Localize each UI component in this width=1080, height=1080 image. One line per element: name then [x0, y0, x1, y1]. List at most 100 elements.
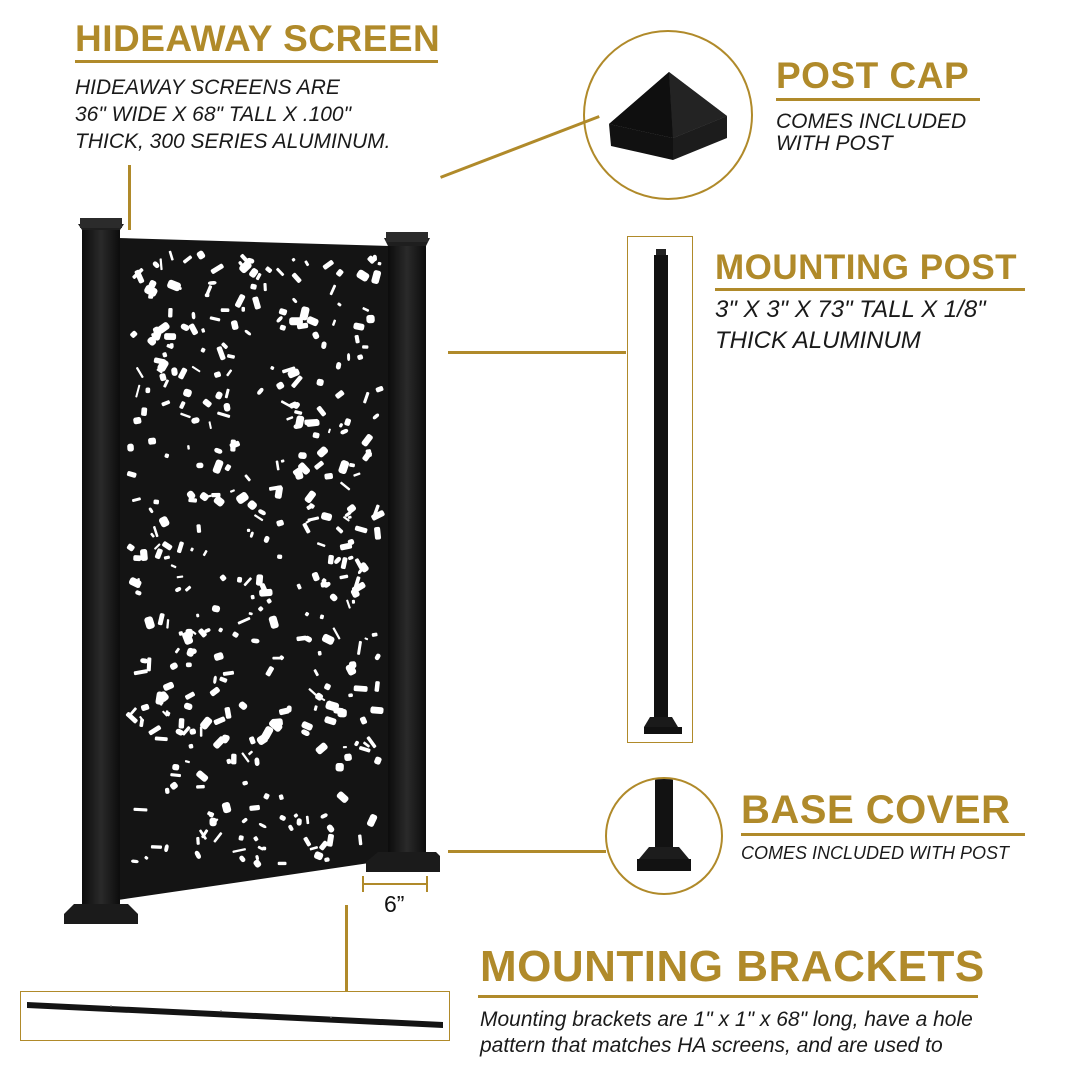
screen-cutout — [159, 373, 167, 382]
screen-cutout — [180, 412, 191, 419]
screen-cutout — [170, 564, 177, 569]
screen-cutout — [276, 316, 283, 323]
screen-cutout — [224, 388, 230, 399]
screen-cutout — [133, 807, 148, 812]
dimension-marker — [362, 876, 428, 892]
screen-cutout — [140, 658, 148, 664]
screen-cutout — [252, 296, 261, 310]
screen-cutout — [340, 428, 349, 435]
screen-cutout — [154, 736, 168, 742]
screen-cutout — [336, 269, 344, 277]
screen-cutout — [258, 509, 266, 516]
screen-cutout — [185, 628, 193, 638]
mounting-brackets-callout-line — [345, 905, 348, 991]
screen-cutout — [162, 352, 168, 358]
screen-cutout — [130, 707, 137, 715]
screen-cutout — [366, 736, 377, 749]
screen-cutout — [226, 369, 233, 377]
screen-cutout — [316, 378, 324, 387]
screen-cutout — [150, 845, 163, 849]
screen-cutout — [208, 812, 215, 818]
screen-cutout — [282, 366, 296, 374]
screen-cutout — [196, 524, 202, 533]
screen-cutout — [133, 417, 142, 425]
hideaway-screen-title: HIDEAWAY SCREEN — [75, 18, 441, 59]
screen-cutout — [253, 859, 262, 868]
screen-cutout — [361, 434, 373, 447]
screen-cutout — [263, 535, 270, 543]
screen-cutout — [279, 324, 286, 331]
screen-cutout — [306, 316, 319, 327]
screen-cutout — [298, 452, 307, 460]
screen-cutout — [158, 516, 170, 528]
post-cap-circle — [583, 30, 753, 200]
screen-cutout — [255, 574, 264, 586]
mounting-post-frame — [627, 236, 693, 743]
screen-cutout — [275, 460, 280, 471]
screen-cutout — [242, 780, 248, 786]
screen-cutout — [250, 283, 257, 290]
screen-cutout — [230, 320, 239, 330]
screen-cutout — [176, 575, 184, 579]
screen-cutout — [348, 693, 353, 698]
screen-cutout — [292, 297, 298, 304]
screen-cutout — [289, 317, 303, 326]
screen-cutout — [187, 445, 190, 450]
screen-cutout — [293, 401, 300, 409]
screen-cutout — [251, 638, 260, 644]
screen-cutout — [240, 253, 248, 262]
screen-cutout — [324, 683, 331, 691]
mounting-post-title: MOUNTING POST — [715, 248, 1018, 287]
screen-cutout — [209, 817, 217, 827]
screen-cutout — [340, 481, 351, 491]
screen-cutout — [335, 526, 344, 534]
screen-cutout — [219, 676, 228, 683]
screen-cutout — [332, 627, 341, 640]
screen-cutout — [250, 594, 255, 600]
screen-cutout — [293, 813, 299, 818]
screen-cutout — [200, 347, 206, 353]
screen-cutout — [244, 474, 251, 482]
screen-cutout — [213, 496, 225, 507]
screen-cutout — [256, 734, 268, 745]
screen-cutout — [319, 614, 325, 620]
screen-cutout — [214, 818, 219, 823]
screen-cutout — [312, 432, 320, 439]
screen-cutout — [335, 762, 344, 772]
screen-cutout — [199, 829, 207, 840]
screen-cutout — [241, 306, 246, 312]
screen-cutout — [249, 268, 259, 278]
screen-cutout — [349, 463, 355, 468]
post-cap-callout-line — [440, 115, 600, 179]
post-cap-underline — [776, 98, 980, 101]
screen-cutout — [304, 490, 316, 503]
screen-image — [64, 218, 440, 924]
screen-cutout — [372, 413, 380, 420]
screen-cutout — [370, 706, 384, 715]
screen-cutout — [214, 447, 223, 454]
screen-cutout — [294, 469, 304, 480]
screen-cutout — [329, 284, 337, 296]
mounting-brackets-underline — [478, 995, 978, 998]
screen-cutout — [344, 418, 351, 426]
screen-cutout — [232, 848, 246, 853]
screen-cutout — [211, 605, 221, 613]
screen-cutout — [244, 329, 252, 336]
screen-cutout — [334, 556, 342, 564]
screen-cutout — [295, 415, 305, 428]
screen-cutout — [178, 367, 188, 380]
screen-cutout — [153, 499, 160, 505]
screen-cutout — [313, 669, 319, 677]
screen-cutout — [125, 712, 138, 724]
screen-cutout — [226, 758, 232, 765]
screen-cutout — [186, 490, 196, 500]
screen-cutout — [324, 857, 330, 862]
screen-cutout — [162, 541, 173, 551]
screen-cutout — [366, 314, 375, 324]
screen-cutout — [145, 387, 151, 394]
screen-cutout — [272, 656, 281, 660]
screen-pattern — [125, 250, 385, 868]
screen-cutout — [196, 784, 205, 789]
screen-cutout — [168, 250, 174, 261]
screen-cutout — [183, 388, 192, 398]
